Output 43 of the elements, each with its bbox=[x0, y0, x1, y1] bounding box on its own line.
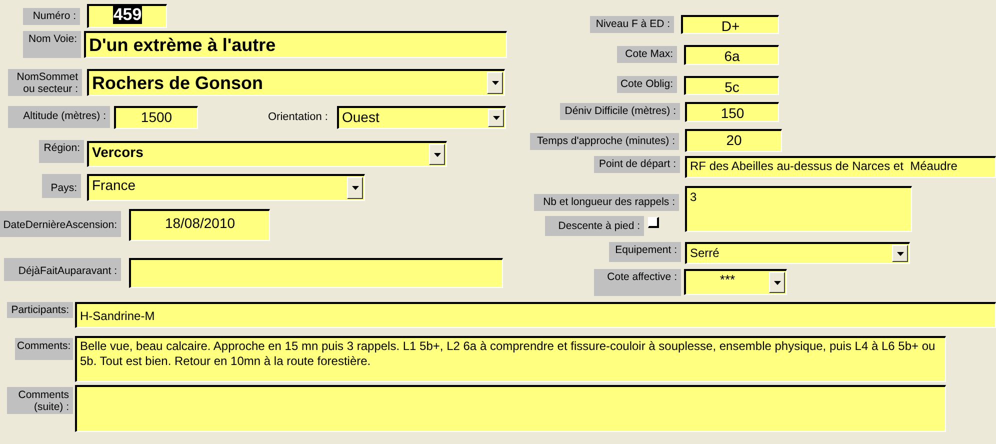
field-label: Comments (suite) : bbox=[7, 387, 73, 414]
field-label: Altitude (mètres) : bbox=[8, 106, 110, 128]
field-label: Descente à pied : bbox=[545, 216, 644, 236]
text-field: 6a bbox=[684, 45, 779, 65]
field-label: Numéro : bbox=[23, 8, 80, 25]
field-label: Comments: bbox=[15, 338, 73, 360]
field-label: DateDernièreAscension: bbox=[0, 211, 121, 237]
field-label: NomSommet ou secteur : bbox=[8, 69, 82, 96]
field-label: Région: bbox=[39, 140, 84, 163]
text-field: 150 bbox=[685, 102, 779, 122]
field-label-text: Orientation : bbox=[268, 111, 328, 123]
field-label: Point de départ : bbox=[594, 156, 680, 173]
text-field: 1500 bbox=[114, 106, 198, 129]
field-label: Nb et longueur des rappels : bbox=[534, 194, 679, 211]
text-field: 18/08/2010 bbox=[129, 209, 270, 241]
field-label: Equipement : bbox=[609, 242, 681, 262]
field-label: DéjàFaitAuparavant : bbox=[4, 258, 121, 281]
field-label: Participants: bbox=[7, 302, 73, 318]
dropdown-field: Vercors bbox=[87, 141, 447, 167]
text-field: D'un extrème à l'autre bbox=[84, 31, 507, 58]
field-label: Cote Max: bbox=[617, 46, 677, 63]
text-field bbox=[75, 385, 946, 432]
dropdown-field: *** bbox=[684, 269, 787, 295]
text-field: RF des Abeilles au-dessus de Narces et Méaudre bbox=[685, 156, 996, 178]
text-field: 20 bbox=[685, 129, 782, 152]
dropdown-field: Serré bbox=[685, 242, 910, 264]
dropdown-field: Rochers de Gonson bbox=[87, 69, 505, 96]
dropdown-field: France bbox=[87, 174, 365, 201]
field-label: Déniv Difficile (mètres) : bbox=[560, 103, 680, 120]
field-label: Cote affective : bbox=[594, 269, 681, 296]
field-label: Niveau F à ED : bbox=[590, 16, 674, 33]
text-field: H-Sandrine-M bbox=[75, 302, 996, 328]
field-label: Pays: bbox=[42, 174, 81, 198]
text-field bbox=[129, 258, 503, 288]
text-field: Belle vue, beau calcaire. Approche en 15 mn puis 3 rappels. L1 5b+, L2 6a à comprendre et fissure-couloir à souplesse, ensemble physique, puis L4 à L6 5b+ ou 5b. Tout est bien. Retour en 10mn à la route forestière. bbox=[75, 336, 946, 382]
field-label: Nom Voie: bbox=[23, 31, 81, 58]
text-field: 459 bbox=[87, 4, 167, 28]
field-label: Cote Oblig: bbox=[617, 76, 677, 93]
text-field: D+ bbox=[681, 15, 779, 34]
text-field: 5c bbox=[684, 76, 779, 95]
text-field: 3 bbox=[685, 186, 912, 232]
dropdown-field: Ouest bbox=[337, 106, 506, 129]
field-label: Temps d'approche (minutes) : bbox=[530, 133, 679, 150]
